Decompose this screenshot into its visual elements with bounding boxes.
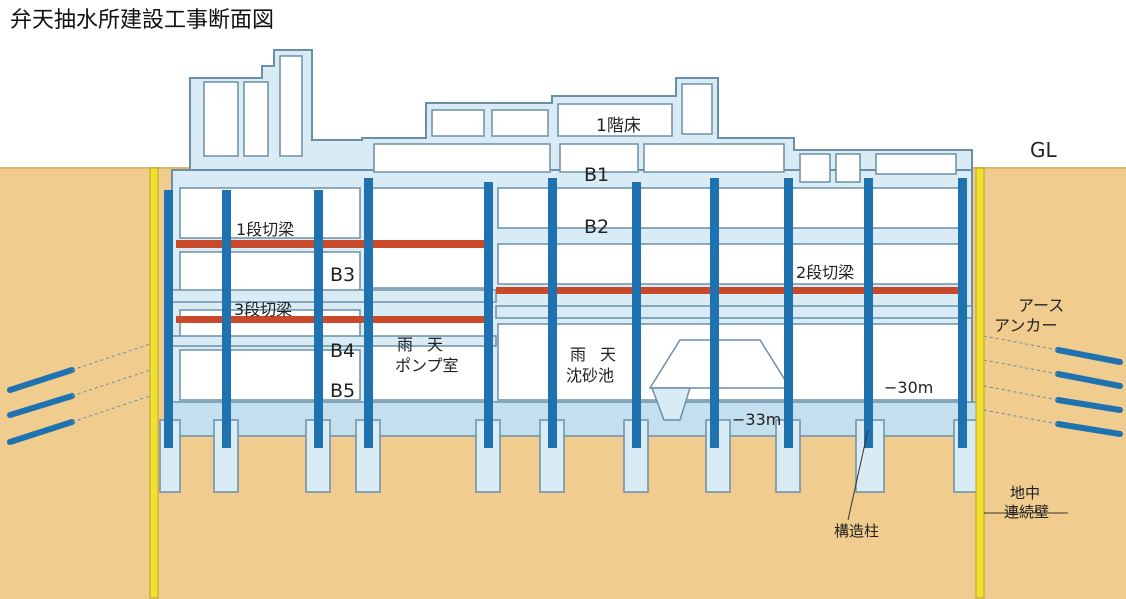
depth-30m-label: −30m (884, 378, 934, 397)
diaphragm-wall-label-line1: 地中 (1010, 484, 1041, 502)
strut-3-label: 3段切梁 (234, 300, 293, 319)
ground-anchors-right (1055, 347, 1123, 437)
b3-label: B3 (330, 264, 356, 286)
b1-label: B1 (584, 164, 610, 186)
first-floor-label: 1階床 (596, 116, 641, 136)
ground-anchor-label-line1: アース (1018, 296, 1065, 315)
superstructure-openings (203, 55, 957, 183)
anchor-tendons-left (71, 343, 151, 423)
sand-basin-label-line1: 雨天 (570, 345, 631, 364)
diaphragm-wall-right (975, 167, 985, 599)
struts (176, 240, 958, 323)
sand-basin-label-line2: 沈砂池 (566, 366, 615, 385)
pump-room-label-line1: 雨天 (397, 335, 458, 354)
b2-label: B2 (584, 216, 610, 238)
strut-2-label: 2段切梁 (796, 263, 855, 282)
strut-level-3 (176, 316, 488, 323)
diagram-title: 弁天抽水所建設工事断面図 (10, 8, 275, 33)
strut-level-1 (176, 240, 488, 248)
steel-columns (164, 178, 967, 448)
pump-room-label-line2: ポンプ室 (395, 356, 459, 375)
foundation-piles (159, 419, 979, 493)
diaphragm-wall-left (149, 167, 159, 599)
b4-label: B4 (330, 340, 356, 362)
strut-1-label: 1段切梁 (236, 220, 295, 239)
anchor-tendons-right (983, 335, 1059, 425)
column-leader (847, 429, 869, 521)
strut-level-2 (496, 287, 958, 294)
ground-anchor-label-line2: アンカー (994, 316, 1058, 335)
diaphragm-wall-label-line2: 連続壁 (1004, 503, 1050, 521)
depth-33m-label: −33m (732, 410, 782, 429)
structural-column-label: 構造柱 (834, 522, 880, 540)
ground-anchors-left (7, 367, 75, 445)
floor-slabs (171, 289, 973, 421)
ground-level-label: GL (1030, 138, 1057, 162)
soil-bottom (160, 420, 980, 599)
b5-label: B5 (330, 380, 356, 402)
